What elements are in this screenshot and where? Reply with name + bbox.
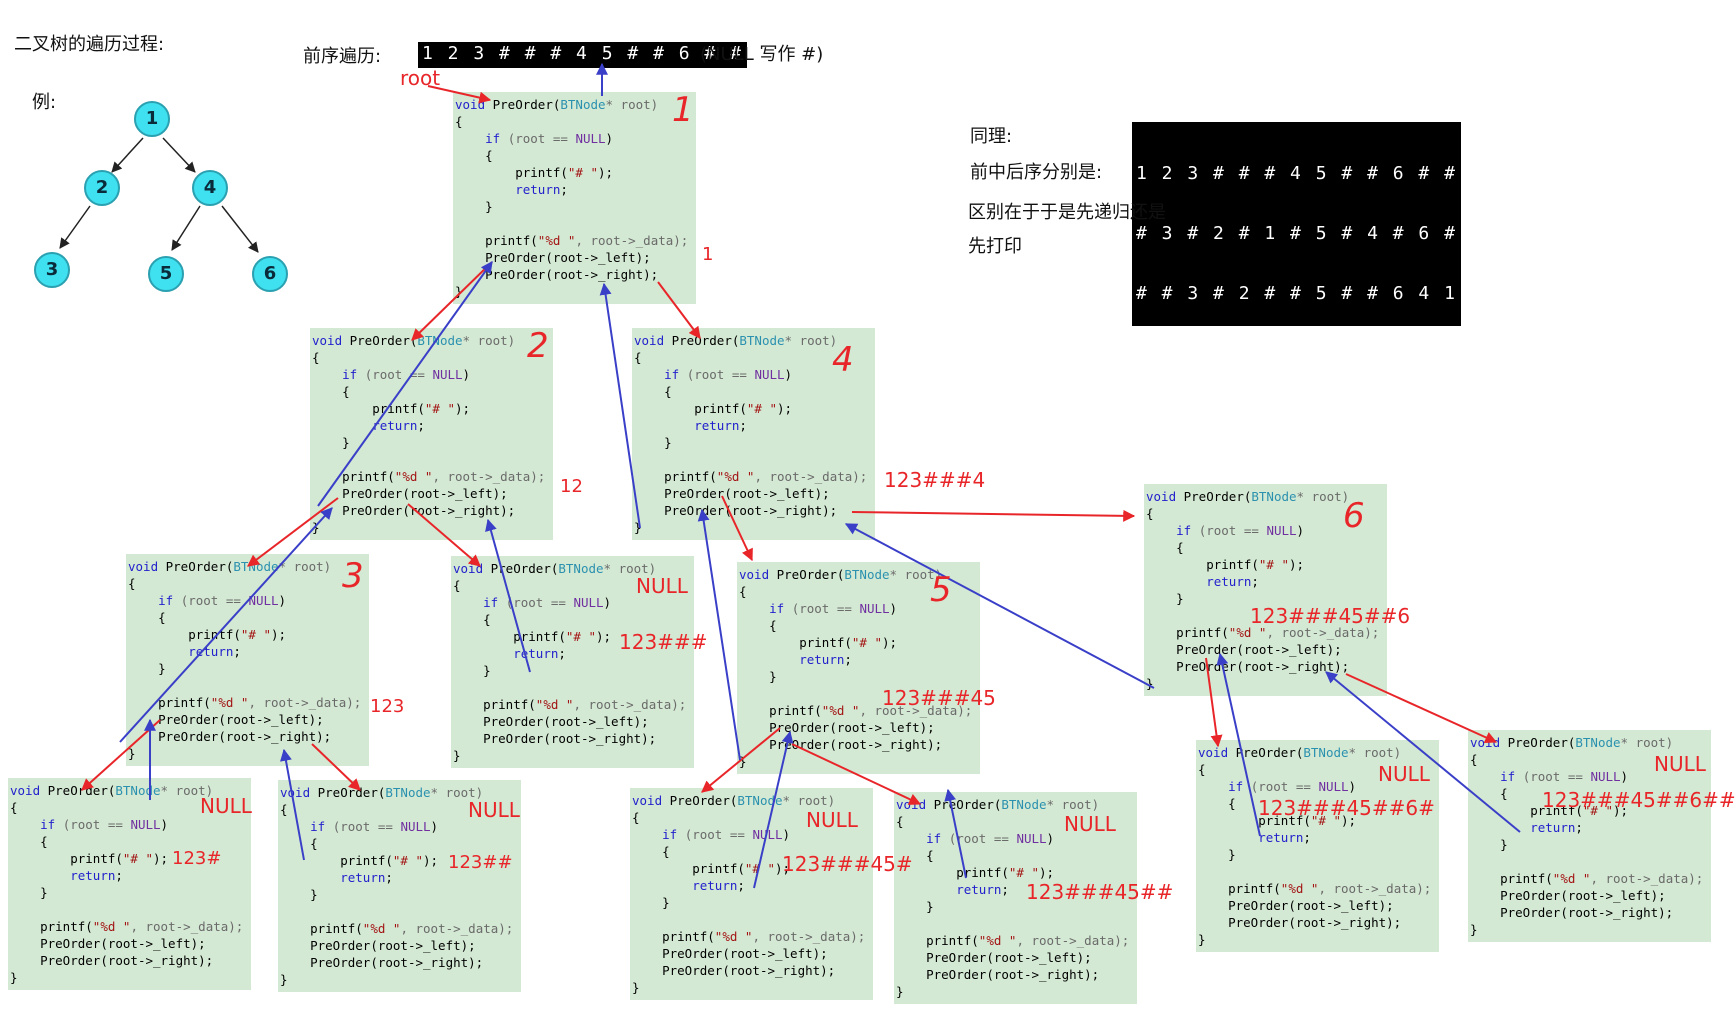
node-3-output: 123 — [370, 696, 405, 717]
null-label-l6: NULL — [1378, 762, 1430, 786]
node-6-output: 123###45##6 — [1250, 604, 1411, 628]
node-6-marker: 6 — [1343, 496, 1365, 536]
card-null-left-6: void PreOrder(BTNode* root) { if (root =… — [1196, 740, 1439, 952]
node-1-marker: 1 — [672, 90, 694, 130]
root-label: root — [400, 66, 441, 90]
difference-line-1: 区别在于于是先递归还是 — [968, 202, 1166, 223]
preorder-sequence: 1 2 3 # # # 4 5 # # 6 # # — [418, 42, 747, 68]
orders-label: 前中后序分别是: — [970, 162, 1103, 183]
l6-output: 123###45##6# — [1258, 796, 1435, 820]
card-null-right-5: void PreOrder(BTNode* root) { if (root =… — [894, 792, 1137, 1004]
r5-output: 123###45## — [1026, 880, 1174, 904]
example-label: 例: — [32, 92, 57, 113]
tree-node-6: 6 — [252, 256, 288, 292]
similarly-label: 同理: — [970, 126, 1013, 147]
node-4-output: 123###4 — [884, 468, 986, 492]
card-null-left-3: void PreOrder(BTNode* root) { if (root =… — [8, 778, 251, 990]
tree-node-3: 3 — [34, 252, 70, 288]
node-2-marker: 2 — [527, 326, 549, 366]
page-title: 二叉树的遍历过程: — [14, 34, 165, 55]
node-1-output: 1 — [702, 244, 714, 265]
null-label-r3: NULL — [468, 798, 520, 822]
node-3-marker: 3 — [342, 556, 364, 596]
card-node-5: void PreOrder(BTNode* root) { if (root =… — [737, 562, 980, 774]
r6-output: 123###45##6## — [1542, 788, 1736, 812]
l3-output: 123# — [172, 848, 222, 869]
card-node-2: void PreOrder(BTNode* root) { if (root =… — [310, 328, 553, 540]
tree-node-5: 5 — [148, 256, 184, 292]
tree-node-1: 1 — [134, 101, 170, 137]
l5-output: 123###45# — [782, 852, 913, 876]
tree-node-2: 2 — [84, 170, 120, 206]
null-label-r6: NULL — [1654, 752, 1706, 776]
orders-box: 1 2 3 # # # 4 5 # # 6 # # # 3 # 2 # 1 # … — [1132, 122, 1461, 326]
card-null-left-5: void PreOrder(BTNode* root) { if (root =… — [630, 788, 873, 1000]
card-null-right-2: void PreOrder(BTNode* root) { if (root =… — [451, 556, 694, 768]
preorder-result: 1 2 3 # # # 4 5 # # 6 # # — [1136, 163, 1457, 184]
card-node-4: void PreOrder(BTNode* root) { if (root =… — [632, 328, 875, 540]
card-node-3: void PreOrder(BTNode* root) { if (root =… — [126, 554, 369, 766]
inorder-result: # 3 # 2 # 1 # 5 # 4 # 6 # — [1136, 223, 1457, 244]
postorder-result: # # 3 # 2 # # 5 # # 6 4 1 — [1136, 283, 1457, 304]
card-null-right-3: void PreOrder(BTNode* root) { if (root =… — [278, 780, 521, 992]
node-2-output: 12 — [560, 476, 583, 497]
null-label-r2: NULL — [636, 574, 688, 598]
difference-line-2: 先打印 — [968, 236, 1022, 257]
r2-output: 123### — [619, 630, 708, 654]
null-label-l3: NULL — [200, 794, 252, 818]
node-5-marker: 5 — [930, 570, 952, 610]
r3-output: 123## — [448, 852, 513, 873]
card-node-1: void PreOrder(BTNode* root) { if (root =… — [453, 92, 696, 304]
node-4-marker: 4 — [832, 340, 854, 380]
preorder-label: 前序遍历: — [303, 46, 382, 67]
card-node-6: void PreOrder(BTNode* root) { if (root =… — [1144, 484, 1387, 696]
tree-node-4: 4 — [192, 170, 228, 206]
null-label-l5: NULL — [806, 808, 858, 832]
node-5-output: 123###45 — [882, 686, 996, 710]
null-note: (NULL 写作 #) — [700, 44, 824, 65]
card-null-right-6: void PreOrder(BTNode* root) { if (root =… — [1468, 730, 1711, 942]
null-label-r5: NULL — [1064, 812, 1116, 836]
